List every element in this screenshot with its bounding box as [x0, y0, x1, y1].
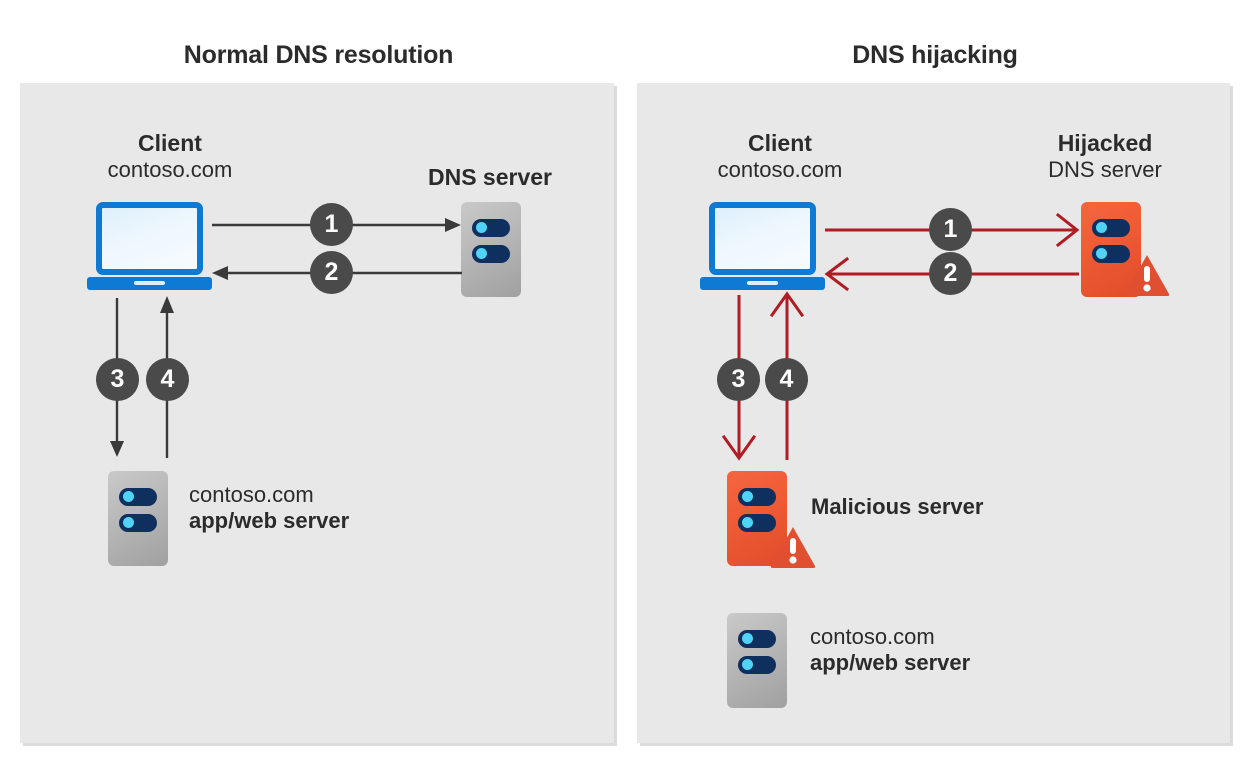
app-web-server-domain: contoso.com [189, 482, 314, 507]
server-indicator-2 [476, 248, 487, 259]
app-web-server-label: contoso.com app/web server [810, 624, 970, 677]
warning-triangle-icon [770, 526, 816, 568]
step-badge-4: 4 [765, 358, 808, 401]
server-indicator-2 [742, 517, 753, 528]
dns-server-label: DNS server [395, 164, 585, 191]
server-indicator-1 [1096, 222, 1107, 233]
laptop-trackpad-notch [134, 281, 165, 285]
panel-title-dns-hijacking: DNS hijacking [852, 41, 1018, 69]
step-badge-2: 2 [929, 252, 972, 295]
malicious-server-label: Malicious server [811, 494, 984, 519]
step-badge-2: 2 [310, 251, 353, 294]
server-indicator-2 [123, 517, 134, 528]
app-web-server-label: contoso.com app/web server [189, 482, 349, 535]
server-indicator-1 [742, 633, 753, 644]
server-icon-hijacked-dns [1081, 202, 1141, 297]
server-indicator-1 [476, 222, 487, 233]
app-web-server-domain: contoso.com [810, 624, 935, 649]
hijacked-dns-server-subtitle: DNS server [1048, 157, 1162, 183]
client-label: Client contoso.com [660, 130, 900, 183]
server-indicator-1 [742, 491, 753, 502]
panel-normal-dns-resolution: Client contoso.com DNS server [20, 83, 614, 743]
laptop-screen [709, 202, 816, 275]
panel-title-normal-dns-resolution: Normal DNS resolution [183, 41, 454, 69]
server-indicator-2 [1096, 248, 1107, 259]
panel-dns-hijacking: Client contoso.com Hijacked DNS server [637, 83, 1230, 743]
laptop-screen [96, 202, 203, 275]
server-indicator-1 [123, 491, 134, 502]
server-icon-malicious [727, 471, 787, 566]
client-subtitle: contoso.com [107, 157, 233, 183]
app-web-server-role: app/web server [189, 508, 350, 534]
step-badge-3: 3 [717, 358, 760, 401]
hijacked-dns-server-label: Hijacked DNS server [1005, 130, 1205, 183]
laptop-icon [700, 202, 825, 292]
server-icon-app-web [108, 471, 168, 566]
warning-triangle-icon [1124, 254, 1170, 296]
step-badge-1: 1 [310, 203, 353, 246]
server-indicator-2 [742, 659, 753, 670]
laptop-icon [87, 202, 212, 292]
server-icon-app-web [727, 613, 787, 708]
client-title: Client [138, 130, 202, 156]
app-web-server-role: app/web server [810, 650, 971, 676]
step-badge-1: 1 [929, 208, 972, 251]
client-subtitle: contoso.com [717, 157, 843, 183]
client-title: Client [748, 130, 812, 156]
step-badge-3: 3 [96, 358, 139, 401]
step-badge-4: 4 [146, 358, 189, 401]
laptop-trackpad-notch [747, 281, 778, 285]
client-label: Client contoso.com [50, 130, 290, 183]
dns-server-title: DNS server [427, 164, 553, 190]
hijacked-dns-server-title: Hijacked [1057, 130, 1153, 156]
server-icon-dns [461, 202, 521, 297]
